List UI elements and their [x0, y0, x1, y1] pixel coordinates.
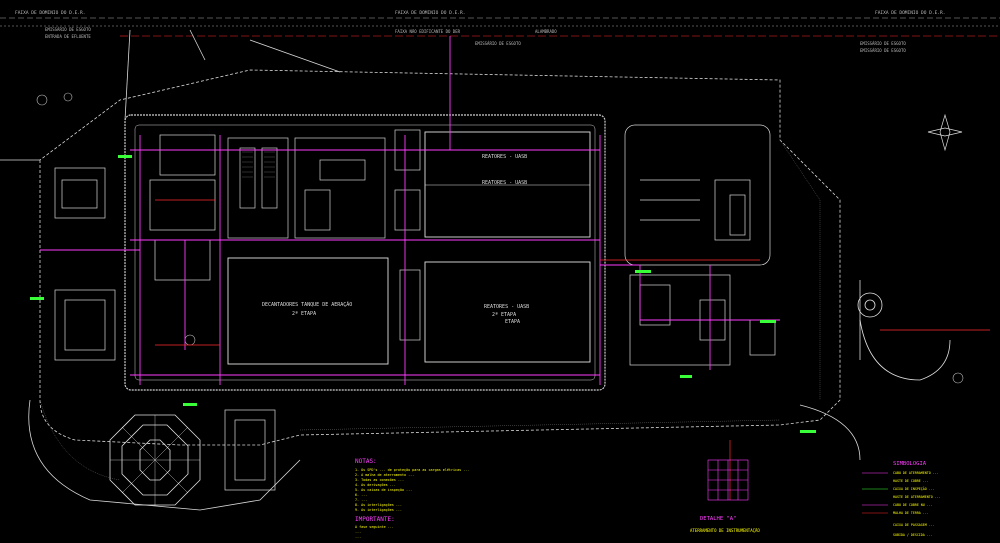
notas-line: 1. Os SPD's ... de proteção para as carg… — [355, 468, 469, 472]
notas-line: 2. A malha de aterramento ... — [355, 473, 414, 477]
notas-title: NOTAS: — [355, 458, 377, 465]
importante-title: IMPORTANTE: — [355, 516, 395, 523]
simbologia-item: MALHA DE TERRA ... — [893, 511, 929, 515]
top-label-left: FAIXA DE DOMINIO DO D.E.R. — [15, 10, 85, 16]
road-label-top-center: FAIXA NÃO EDIFICANTE DO DER — [395, 29, 461, 34]
simbologia-item: SUBIDA / DESCIDA ... — [893, 533, 933, 537]
stair-hatch — [242, 151, 275, 178]
notas-line: 5. As caixas de inspeção ... — [355, 488, 412, 492]
green-markers — [30, 155, 816, 433]
road-label-right-upper: EMISSÁRIO DE ESGOTO — [860, 41, 906, 46]
left-buildings — [54, 134, 276, 491]
simbologia-title: SIMBOLOGIA — [893, 461, 927, 467]
detail-a-grid — [707, 459, 749, 501]
detalhe-subtitle: ATERRAMENTO DE INSTRUMENTAÇÃO — [690, 528, 760, 533]
simbologia-item: HASTE DE COBRE ... — [893, 479, 929, 483]
red-conduits — [155, 199, 990, 500]
road-label-mid-upper: EMISSÁRIO DE ESGOTO — [475, 41, 521, 46]
top-label-right: FAIXA DE DOMINIO DO D.E.R. — [875, 10, 945, 16]
octagon-tank — [109, 414, 201, 506]
circle-tank-right — [857, 292, 951, 381]
simbologia-item: CAIXA DE PASSAGEM ... — [893, 523, 935, 527]
slope-hatching — [39, 139, 821, 481]
simbologia-items: CABO DE ATERRAMENTO ... HASTE DE COBRE .… — [893, 471, 941, 537]
importante-line: ... — [355, 535, 361, 539]
etapa-right-1: 2ª ETAPA — [492, 312, 516, 318]
road-label-left-upper: EMISSÁRIO DE ESGOTO — [45, 27, 91, 32]
north-arrow — [927, 113, 963, 152]
reatores-uasb-top — [424, 131, 591, 238]
notas-line: 6. ... — [355, 493, 367, 497]
road-label-left-upper-2: ENTRADA DE EFLUENTE — [45, 34, 91, 39]
simbologia-item: HASTE DE ATERRAMENTO ... — [893, 495, 941, 499]
grounding-network — [40, 36, 780, 385]
etapa-right-2: ETAPA — [505, 319, 520, 325]
reatores-top-label: REATORES - UASB — [482, 154, 527, 160]
notas-line: 4. As derivações ... — [355, 483, 396, 487]
process-units — [227, 129, 421, 341]
simbologia-item: CABO DE COBRE NU ... — [893, 503, 933, 507]
notas-line: 7. ... — [355, 498, 367, 502]
decantadores-label: DECANTADORES TANQUE DE AERAÇÃO — [262, 301, 352, 308]
notas-lines: 1. Os SPD's ... de proteção para as carg… — [355, 468, 469, 512]
notas-line: 3. Todas as conexões ... — [355, 478, 404, 482]
road-label-top-right: ALAMBRADO — [535, 29, 557, 34]
site-perimeter — [0, 29, 861, 511]
importante-line: ... — [355, 530, 361, 534]
notas-line: 8. As interligações ... — [355, 503, 402, 507]
importante-line: A fase seguinte ... — [355, 525, 394, 529]
top-boundary — [0, 17, 1000, 37]
detalhe-title: DETALHE "A" — [700, 516, 736, 522]
importante-lines: A fase seguinte ... ... ... — [355, 525, 394, 539]
simbologia-item: CABO DE ATERRAMENTO ... — [893, 471, 939, 475]
reatores-uasb-bottom — [424, 261, 591, 363]
simbologia-item: CAIXA DE INSPEÇÃO ... — [893, 486, 935, 491]
reatores-top-label-2: REATORES - UASB — [482, 180, 527, 186]
right-buildings — [624, 124, 776, 366]
reatores-bottom-label: REATORES - UASB — [484, 304, 529, 310]
etapa-left: 2ª ETAPA — [292, 311, 316, 317]
road-label-right-upper-2: EMISSÁRIO DE ESGOTO — [860, 48, 906, 53]
decantadores-tank — [227, 257, 389, 365]
simbologia-symbols — [862, 472, 888, 514]
small-circles — [36, 92, 964, 384]
top-label-center: FAIXA DE DOMINIO DO D.E.R. — [395, 10, 465, 16]
internal-road — [124, 114, 606, 391]
notas-line: 9. As interligações ... — [355, 508, 402, 512]
